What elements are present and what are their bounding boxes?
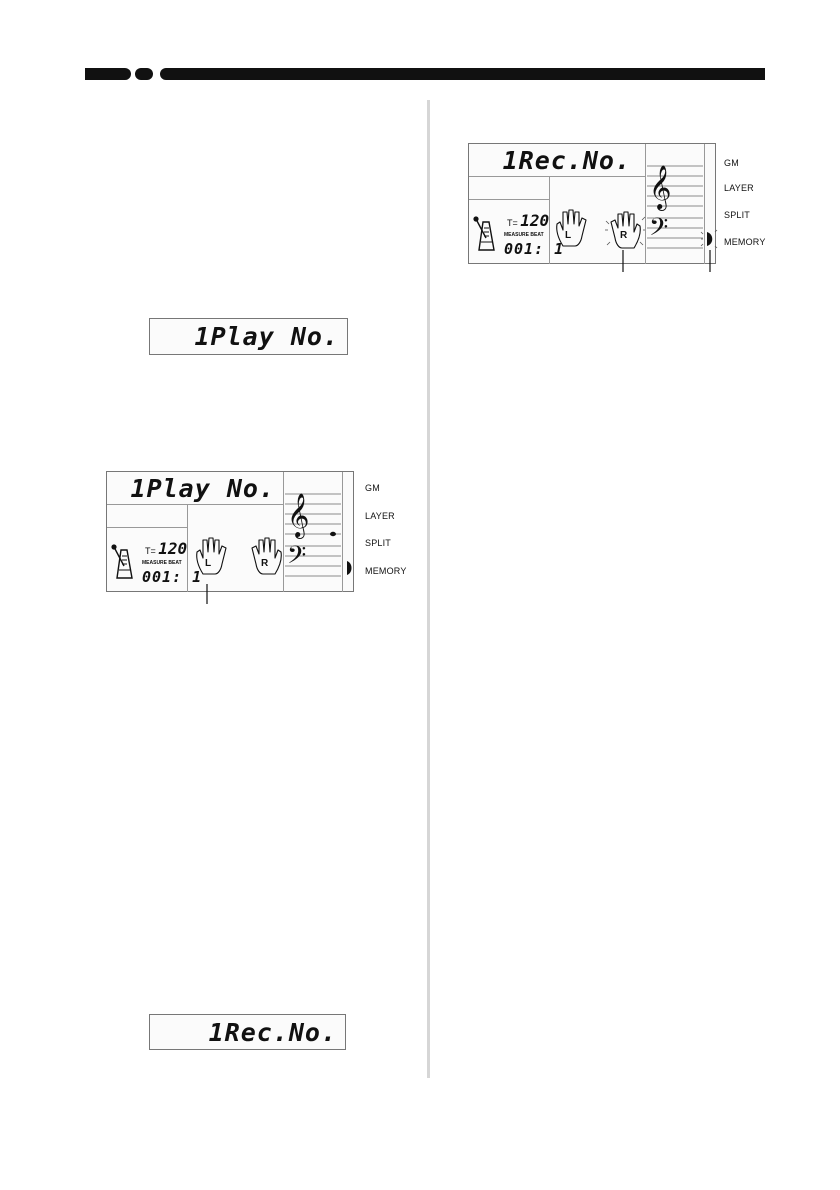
mode-layer-rec: LAYER xyxy=(724,183,754,193)
mode-gm-play: GM xyxy=(365,483,380,493)
mode-split-play: SPLIT xyxy=(365,538,392,548)
header-tab xyxy=(85,68,131,80)
lcd-rec-number: 1 xyxy=(208,1017,225,1047)
left-hand-label: L xyxy=(565,230,572,241)
staff-icon: 𝄞 𝄢 xyxy=(285,493,341,577)
lcd-play-number: 1 xyxy=(194,322,211,351)
tempo-readout: T= 120 xyxy=(145,539,187,558)
panel-rec-readout: 1 Rec.No. xyxy=(503,144,631,176)
callout-line-right-hand xyxy=(622,250,624,272)
callout-line-left-hand xyxy=(206,584,208,604)
metronome-icon xyxy=(111,544,133,579)
lcd-rec-text: Rec.No. xyxy=(224,1017,337,1047)
measure-beat-label: MEASURE BEAT xyxy=(142,560,182,566)
metronome-icon xyxy=(473,216,495,251)
mode-layer-play: LAYER xyxy=(365,511,395,521)
tempo-prefix: T= xyxy=(507,218,518,228)
mode-memory-play: MEMORY xyxy=(365,566,407,576)
tempo-prefix: T= xyxy=(145,546,156,556)
panel-rec-number: 1 xyxy=(502,145,519,175)
lcd-play-readout: 1 Play No. xyxy=(195,319,339,354)
header-dot xyxy=(135,68,153,80)
measure-label: MEASURE xyxy=(504,232,530,238)
tempo-readout: T= 120 xyxy=(507,211,549,230)
lcd-rec-strip: 1 Rec.No. xyxy=(149,1014,346,1050)
treble-clef-icon: 𝄞 xyxy=(649,165,671,211)
memory-indicator-icon xyxy=(347,561,352,575)
measure-beat-counter: 001: 1 xyxy=(504,240,565,258)
right-hand-icon xyxy=(251,537,282,575)
tempo-value: 120 xyxy=(158,539,188,558)
left-hand-icon xyxy=(196,537,227,575)
right-hand-flashing-icon xyxy=(605,211,646,249)
panel-play-number: 1 xyxy=(130,473,147,503)
lcd-panel-play: 1 Play No. T= 120 MEASURE BEAT 001: 1 L … xyxy=(106,471,354,592)
left-hand-label: L xyxy=(205,558,212,569)
measure-beat-label: MEASURE BEAT xyxy=(504,232,544,238)
staff-icon: 𝄞 𝄢 xyxy=(647,165,703,249)
tempo-value: 120 xyxy=(520,211,550,230)
beat-label: BEAT xyxy=(168,560,182,566)
lcd-play-text: Play No. xyxy=(210,322,339,351)
lcd-rec-readout: 1 Rec.No. xyxy=(209,1015,337,1049)
bass-clef-icon: 𝄢 xyxy=(649,213,668,248)
note-icon xyxy=(330,531,336,537)
lcd-play-strip: 1 Play No. xyxy=(149,318,348,355)
beat-label: BEAT xyxy=(530,232,544,238)
mode-memory-rec: MEMORY xyxy=(724,237,766,247)
measure-label: MEASURE xyxy=(142,560,168,566)
panel-play-readout: 1 Play No. xyxy=(131,472,275,504)
bass-clef-icon: 𝄢 xyxy=(287,541,306,576)
mode-split-rec: SPLIT xyxy=(724,210,751,220)
right-hand-label: R xyxy=(620,230,628,241)
header-bar xyxy=(160,68,765,80)
column-divider xyxy=(427,100,430,1078)
callout-line-memory xyxy=(709,250,711,272)
panel-play-text: Play No. xyxy=(146,473,275,503)
measure-beat-counter: 001: 1 xyxy=(142,568,203,586)
memory-indicator-flashing-icon xyxy=(700,229,718,249)
treble-clef-icon: 𝄞 xyxy=(287,493,309,539)
right-hand-label: R xyxy=(261,558,269,569)
panel-rec-text: Rec.No. xyxy=(518,145,631,175)
mode-gm-rec: GM xyxy=(724,158,739,168)
left-hand-icon xyxy=(556,209,587,247)
lcd-panel-rec: 1 Rec.No. T= 120 MEASURE BEAT 001: 1 L R xyxy=(468,143,718,264)
